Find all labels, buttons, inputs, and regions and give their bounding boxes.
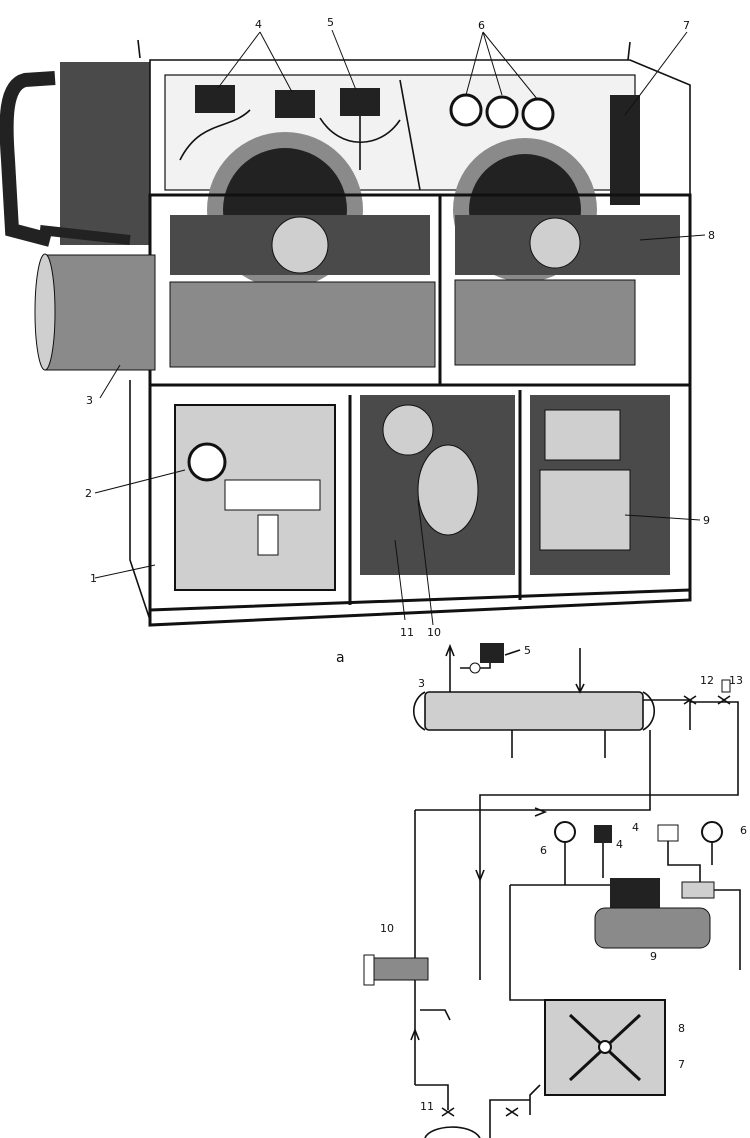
callout-9: 9 <box>703 514 710 527</box>
control-dial-icon <box>187 442 227 482</box>
sch-label-9: 9 <box>650 950 657 963</box>
compressor-head-icon <box>382 404 434 456</box>
water-out-arrow-icon <box>445 643 455 692</box>
shell-end-cap <box>34 253 56 371</box>
gauge-2-icon <box>485 95 519 129</box>
compressor-motor-icon <box>610 878 660 910</box>
relief-valve-icon <box>420 1009 451 1021</box>
flow-arrow-icon <box>534 807 548 817</box>
sch-label-12: 12 <box>700 674 714 687</box>
figure-sublabel: a <box>336 650 345 666</box>
callout-11: 11 <box>400 626 414 639</box>
suction-line <box>415 730 651 811</box>
condenser-outlet <box>529 1084 541 1115</box>
panel-handle <box>257 514 279 556</box>
bottom-valves-icon <box>441 1107 519 1117</box>
vessel-11 <box>424 1126 481 1138</box>
valve-13-icon <box>717 695 731 705</box>
upper-housing <box>149 59 691 196</box>
compressor-valve-box <box>681 881 715 899</box>
callout-1: 1 <box>90 572 97 585</box>
sch-label-6a: 6 <box>540 844 547 857</box>
water-in-arrow-icon <box>575 648 585 694</box>
callout-leaders <box>94 29 706 626</box>
callout-2: 2 <box>85 487 92 500</box>
flow-arrow-3-icon <box>410 1027 420 1041</box>
bypass-pipe <box>0 71 56 247</box>
schematic-receiver <box>371 957 429 981</box>
condenser-left <box>169 281 436 368</box>
pressure-switch-2-icon <box>275 90 315 118</box>
left-motor-icon <box>271 216 329 274</box>
callout-6: 6 <box>478 19 485 32</box>
sch-label-3: 3 <box>418 677 425 690</box>
gauge-6a-icon <box>554 821 576 843</box>
drain-lines <box>511 730 606 758</box>
valve-12-icon <box>683 695 697 705</box>
wiring <box>179 79 421 191</box>
callout-5: 5 <box>327 16 334 29</box>
receiver-end <box>363 954 375 986</box>
gauge-lines <box>564 841 713 885</box>
fan-hub-icon <box>598 1040 612 1054</box>
callout-4: 4 <box>255 18 262 31</box>
sch-label-6b: 6 <box>740 824 747 837</box>
sch-label-7: 7 <box>678 1058 685 1071</box>
oil-separator-icon <box>417 444 479 536</box>
condenser-right <box>454 279 636 366</box>
compressor-suction <box>714 889 741 970</box>
switch-strip <box>224 479 321 511</box>
switch-4b-icon <box>657 824 679 842</box>
filter-13-icon <box>721 679 731 693</box>
pressure-switch-3-icon <box>340 88 380 116</box>
leader-5 <box>504 649 521 656</box>
callout-7: 7 <box>683 19 690 32</box>
switch-4a-icon <box>594 825 612 843</box>
sch-label-8: 8 <box>678 1022 685 1035</box>
frame-members <box>149 195 691 612</box>
schematic-condenser <box>424 691 644 731</box>
bottom-piping <box>415 1084 530 1138</box>
compressor-9-head <box>544 409 621 461</box>
gauge-3-icon <box>521 97 555 131</box>
condenser-end-right <box>642 691 656 731</box>
unit-perspective-view <box>0 39 692 627</box>
refrigeration-schematic <box>363 643 741 1138</box>
sch-label-11: 11 <box>420 1100 434 1113</box>
main-frame-outline <box>148 193 692 627</box>
gauge-1-icon <box>449 93 483 127</box>
sch-label-4a: 4 <box>632 821 639 834</box>
shell-tube-condenser <box>44 254 156 371</box>
receiver-tube <box>610 95 640 205</box>
schematic-switch-5-icon <box>480 643 504 663</box>
compressor-9-body <box>539 469 631 551</box>
side-leg <box>129 380 151 621</box>
pipe-connector <box>39 225 131 245</box>
housing-edges <box>137 39 631 61</box>
schematic-compressor <box>594 907 711 949</box>
right-motor-icon <box>529 217 581 269</box>
sch-label-4b: 4 <box>616 838 623 851</box>
pressure-switch-1-icon <box>195 85 235 113</box>
sch-label-5: 5 <box>524 644 531 657</box>
gauge-6b-icon <box>701 821 723 843</box>
condenser-end-left <box>412 691 426 731</box>
callout-3: 3 <box>86 394 93 407</box>
flow-arrow-2-icon <box>475 869 485 883</box>
sch-label-13: 13 <box>729 674 743 687</box>
callout-10: 10 <box>427 626 441 639</box>
callout-8: 8 <box>708 229 715 242</box>
sch-label-10: 10 <box>380 922 394 935</box>
side-panel-shadow <box>60 62 150 245</box>
switch-5-bulb <box>469 662 481 674</box>
